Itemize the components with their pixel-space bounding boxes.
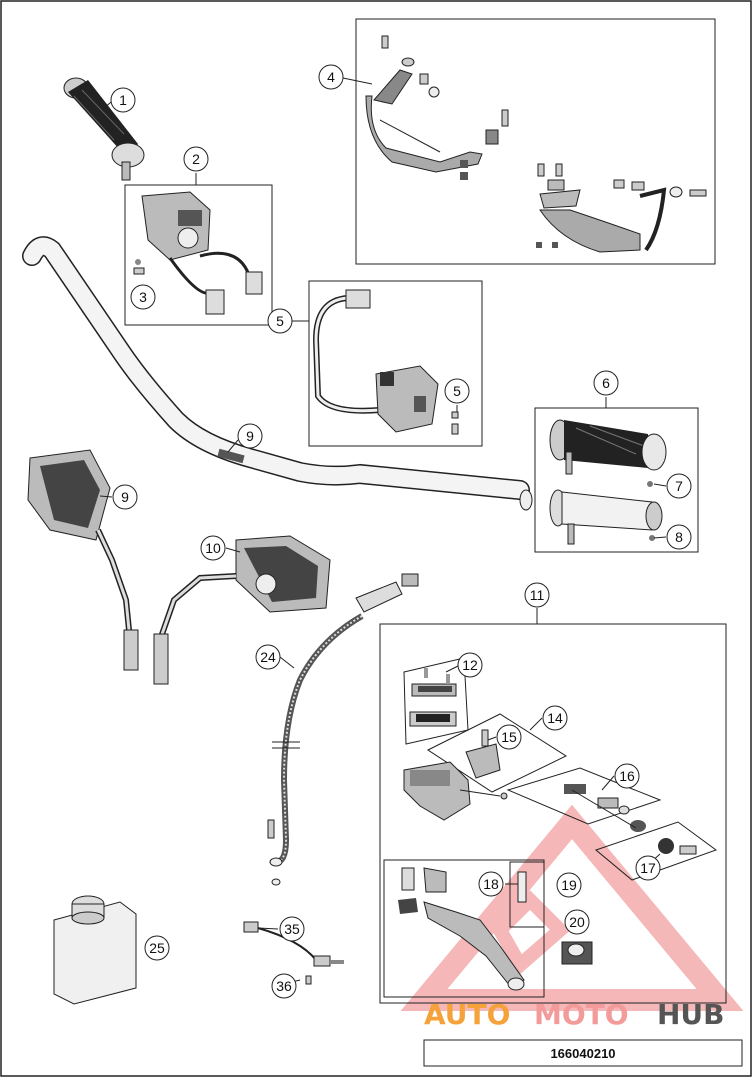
svg-text:16: 16 xyxy=(619,768,635,784)
callout-35: 36 xyxy=(271,973,297,999)
group-box-10 xyxy=(379,623,727,1004)
code-box xyxy=(423,1039,743,1067)
group-box-6 xyxy=(308,280,483,447)
svg-text:17: 17 xyxy=(640,860,656,876)
callout-10: 11 xyxy=(524,582,550,608)
watermark-triangle xyxy=(400,804,744,1011)
callout-14: 12 xyxy=(457,652,483,678)
callout-24: 25 xyxy=(144,935,170,961)
svg-text:20: 20 xyxy=(569,914,585,930)
stop-switch xyxy=(243,921,344,985)
svg-text:11: 11 xyxy=(530,587,545,603)
svg-text:5: 5 xyxy=(276,313,284,329)
right-switch xyxy=(312,289,459,435)
callout-18: 18 xyxy=(478,871,504,897)
clutch-lever xyxy=(398,867,593,991)
svg-text:2: 2 xyxy=(192,151,200,167)
callout-11: 14 xyxy=(542,705,568,731)
callout-15: 17 xyxy=(635,855,661,881)
svg-text:5: 5 xyxy=(453,383,461,399)
svg-text:14: 14 xyxy=(547,710,563,726)
svg-text:18: 18 xyxy=(483,876,499,892)
group-box-11 xyxy=(426,713,568,793)
svg-text:7: 7 xyxy=(675,478,683,494)
callout-7: 5 xyxy=(444,378,470,404)
left-grip xyxy=(63,77,145,181)
svg-text:36: 36 xyxy=(276,978,292,994)
callout-9-left: 9 xyxy=(112,484,138,510)
watermark-moto: MOTO xyxy=(534,998,629,1031)
right-grip xyxy=(549,419,667,545)
callout-1: 9 xyxy=(237,423,263,449)
handlebar xyxy=(22,236,533,511)
group-box-25 xyxy=(355,18,716,265)
callout-12: 15 xyxy=(496,724,522,750)
callout-16: 16 xyxy=(614,763,640,789)
group-box-15 xyxy=(594,821,718,881)
callout-circles: 1 2 3 4 5 5 6 7 8 9 9 10 11 12 14 15 16 … xyxy=(110,64,692,999)
callout-6: 5 xyxy=(267,308,293,334)
callout-17: 20 xyxy=(564,909,590,935)
diagram-code: 166040210 xyxy=(550,1046,615,1061)
svg-text:4: 4 xyxy=(327,69,335,85)
svg-text:24: 24 xyxy=(260,649,276,665)
left-switch xyxy=(133,191,263,315)
group-box-16 xyxy=(506,767,662,825)
fluid-bottle xyxy=(53,895,137,1005)
callout-8: 3 xyxy=(130,284,156,310)
mirror-left xyxy=(27,449,139,671)
watermark-auto: AUTO xyxy=(424,998,510,1031)
watermark-hub: HUB xyxy=(657,998,725,1031)
callout-3: 6 xyxy=(593,370,619,396)
callout-5-bottom: 8 xyxy=(666,524,692,550)
callout-19: 19 xyxy=(556,872,582,898)
svg-text:8: 8 xyxy=(675,529,683,545)
callout-5-top: 7 xyxy=(666,473,692,499)
mirror-right xyxy=(153,535,331,685)
group-box-4 xyxy=(124,184,273,326)
master-cylinder-parts xyxy=(403,668,697,855)
group-box-14 xyxy=(403,657,469,745)
callout-20: 24 xyxy=(255,644,281,670)
callout-36: 35 xyxy=(279,916,305,942)
svg-text:6: 6 xyxy=(602,375,610,391)
group-box-lever xyxy=(383,859,545,998)
callout-2: 1 xyxy=(110,87,136,113)
svg-text:25: 25 xyxy=(149,940,165,956)
svg-text:12: 12 xyxy=(462,657,478,673)
clutch-hose xyxy=(267,573,419,886)
group-box-3 xyxy=(534,407,699,553)
svg-text:19: 19 xyxy=(561,877,577,893)
group-box-18 xyxy=(509,861,545,928)
svg-text:1: 1 xyxy=(119,92,127,108)
callout-25: 4 xyxy=(318,64,344,90)
svg-text:9: 9 xyxy=(246,428,254,444)
svg-text:35: 35 xyxy=(284,921,300,937)
callout-4: 2 xyxy=(183,146,209,172)
svg-text:10: 10 xyxy=(205,540,221,556)
svg-text:3: 3 xyxy=(139,289,147,305)
watermark-text: AUTO MOTO HUB xyxy=(424,998,725,1031)
svg-text:15: 15 xyxy=(501,729,517,745)
callout-9-right: 10 xyxy=(200,535,226,561)
svg-text:9: 9 xyxy=(121,489,129,505)
hand-guards xyxy=(365,35,707,253)
